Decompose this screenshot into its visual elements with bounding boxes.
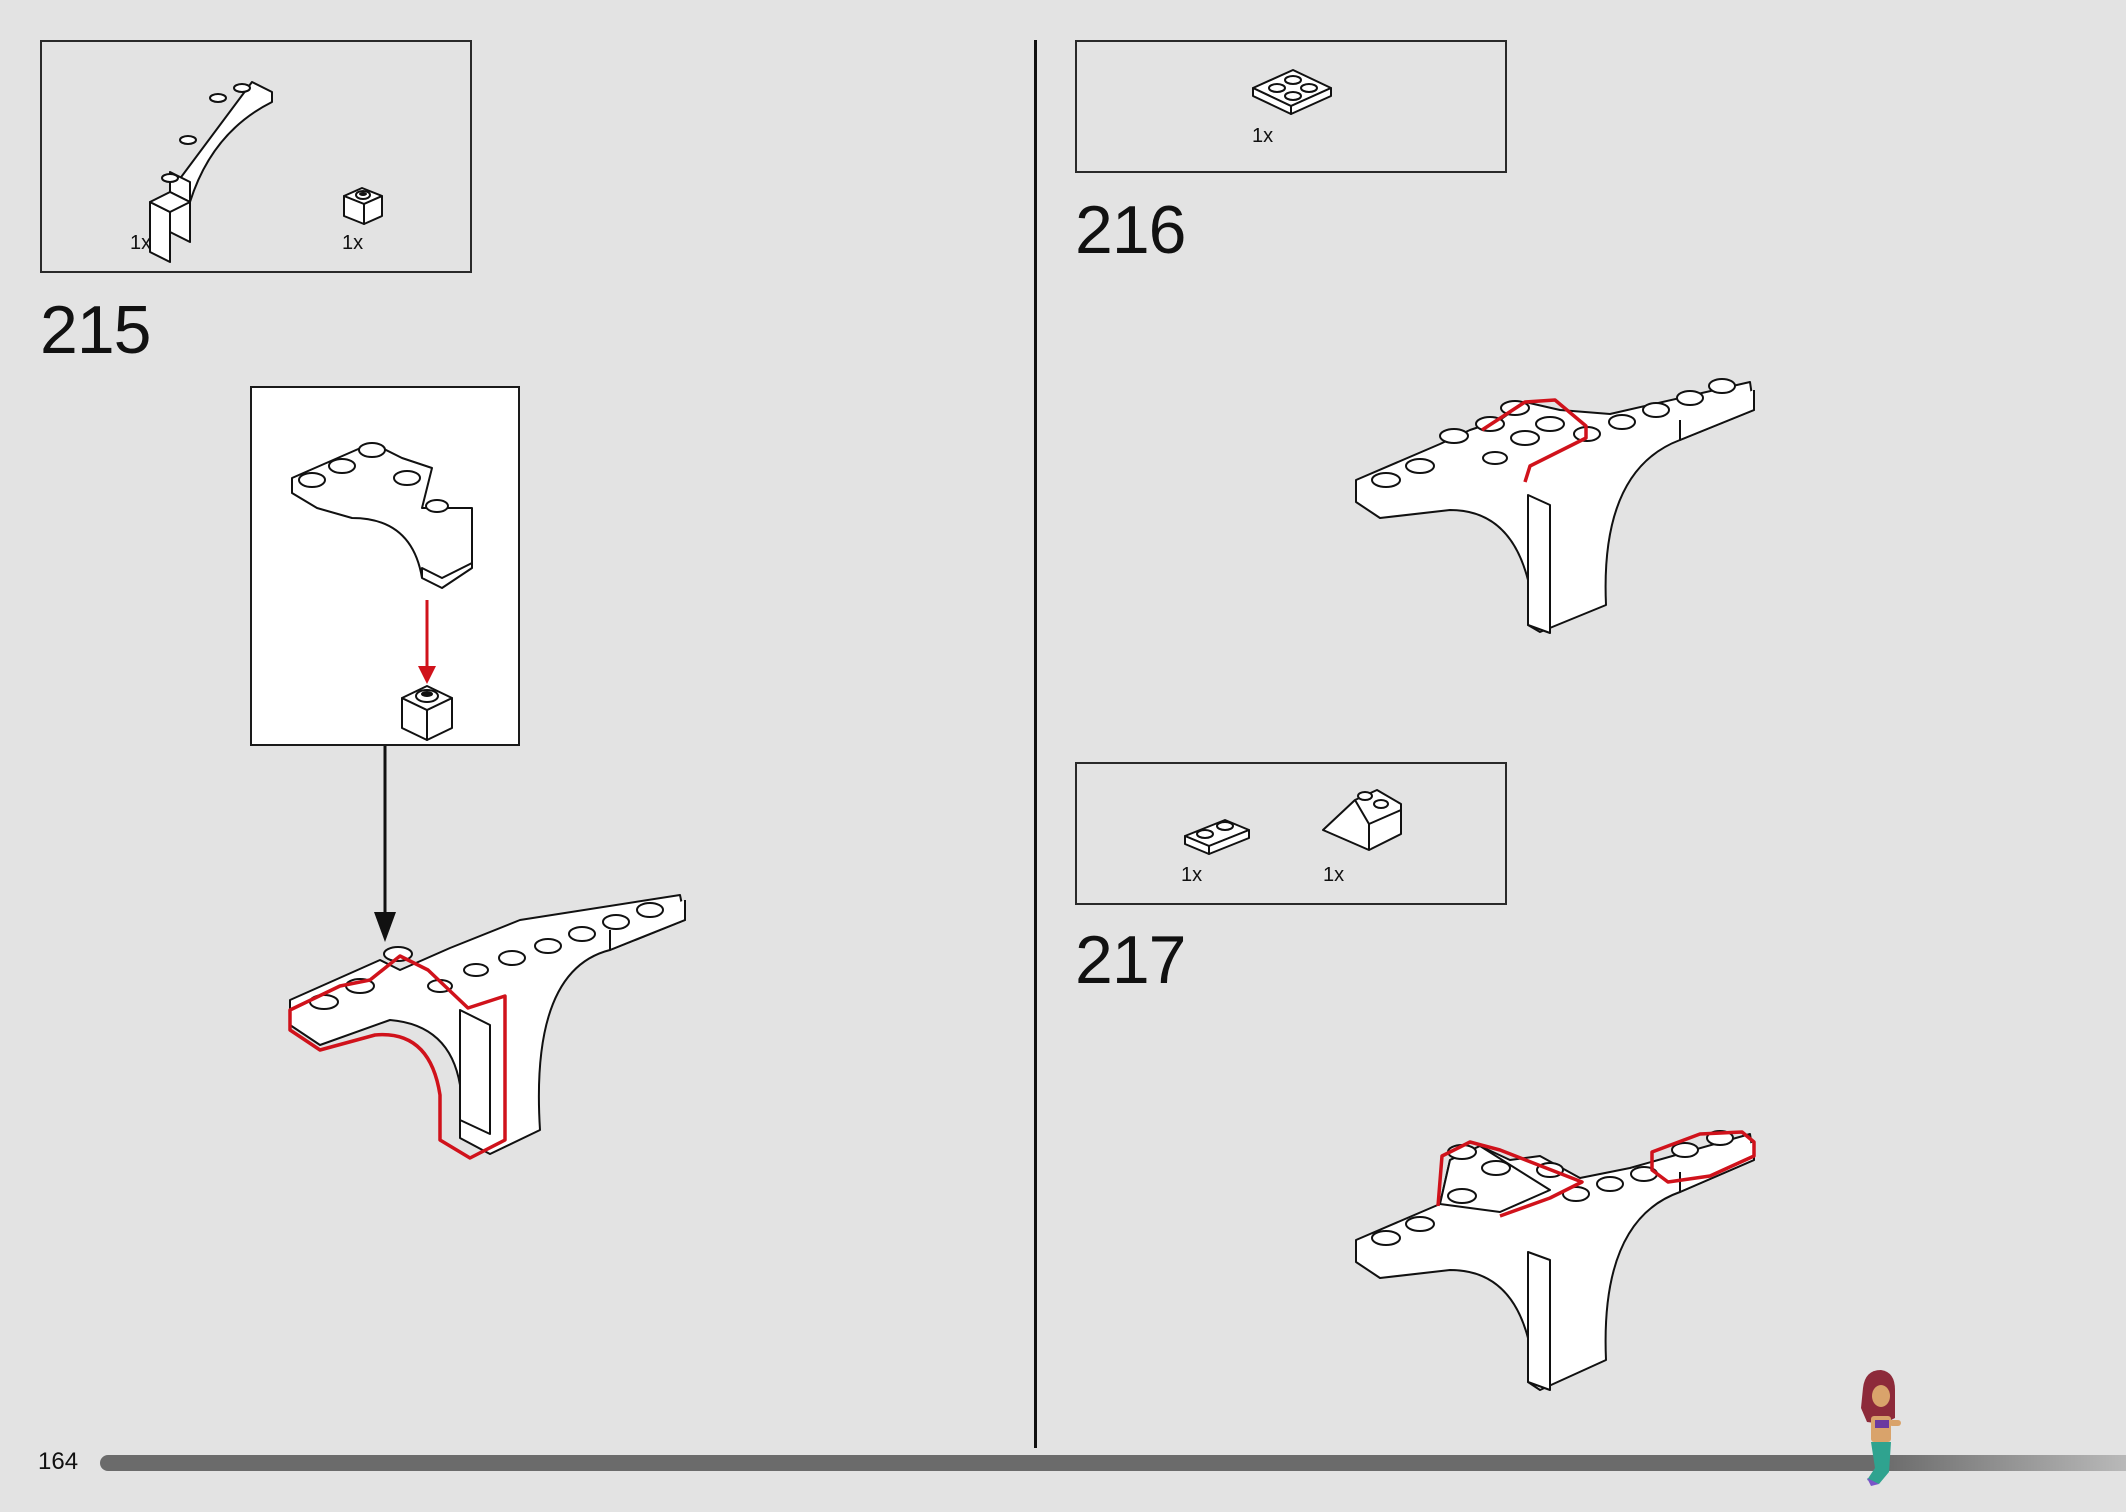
- part-2x2-slope-icon: [1322, 789, 1402, 851]
- part-qty: 1x: [1252, 125, 1274, 147]
- arch-sub-assembly-icon: [291, 442, 473, 741]
- part-arch-brick-icon: [149, 81, 273, 263]
- part-qty: 1x: [1181, 864, 1203, 886]
- parts-box-step-215: 1x 1x: [40, 40, 472, 273]
- page-number: 164: [38, 1448, 79, 1475]
- part-1x1-brick-icon: [343, 187, 383, 225]
- step-number-216: 216: [1075, 192, 1186, 268]
- parts-box-step-217: 1x 1x: [1075, 762, 1507, 905]
- step-215-model: [288, 894, 686, 1160]
- sub-assembly-callout: [250, 386, 520, 746]
- part-qty: 1x: [130, 232, 152, 254]
- part-2x2-plate-icon: [1252, 69, 1332, 115]
- part-1x2-plate-icon: [1184, 819, 1250, 855]
- page-divider: [1034, 40, 1037, 1448]
- progress-bar: [100, 1455, 2126, 1471]
- step-217-model: [1355, 1130, 1756, 1391]
- step-number-217: 217: [1075, 922, 1186, 998]
- arrow-down-icon: [374, 746, 396, 942]
- step-216-model: [1355, 378, 1755, 634]
- part-qty: 1x: [342, 232, 364, 254]
- part-qty: 1x: [1323, 864, 1345, 886]
- step-number-215: 215: [40, 292, 151, 368]
- minifigure-icon: [1861, 1370, 1901, 1486]
- parts-box-step-216: 1x: [1075, 40, 1507, 173]
